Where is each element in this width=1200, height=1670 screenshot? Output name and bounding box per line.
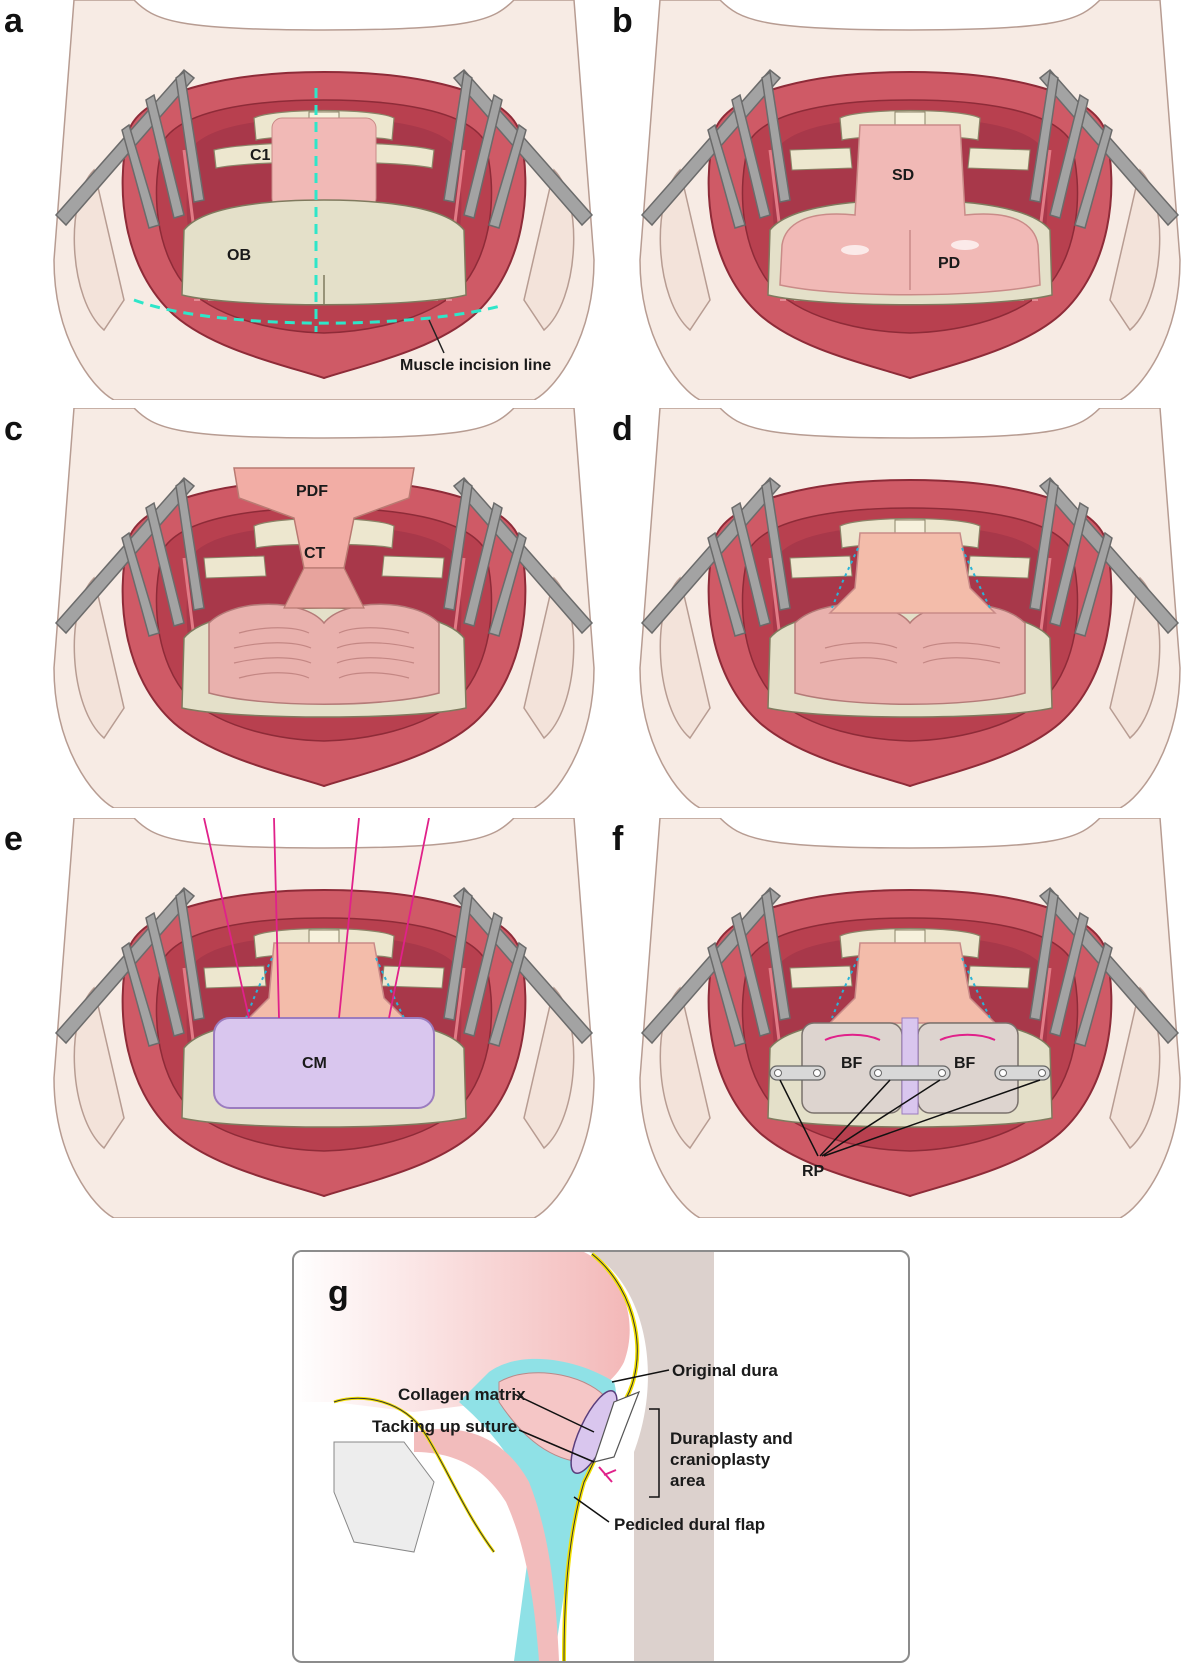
label-area-line1: Duraplasty and [670, 1429, 793, 1448]
panel-f: BF BF RP [620, 818, 1200, 1218]
label-cm: CM [302, 1055, 327, 1072]
label-ob: OB [227, 247, 251, 264]
label-pdf: PDF [296, 483, 328, 500]
label-pedicled-dural-flap: Pedicled dural flap [614, 1515, 765, 1534]
label-area-line2: cranioplasty [670, 1450, 771, 1469]
label-original-dura: Original dura [672, 1361, 778, 1380]
label-muscle-incision-line: Muscle incision line [400, 357, 551, 374]
panel-b: SD PD [620, 0, 1200, 400]
label-c1: C1 [250, 147, 271, 164]
panel-a-letter: a [4, 2, 23, 40]
panel-g-letter: g [328, 1274, 349, 1312]
panel-d [620, 408, 1200, 808]
panel-g-illustration: g Original dura Collagen matrix Tacking … [294, 1252, 793, 1661]
label-tacking-up-suture: Tacking up suture [372, 1417, 517, 1436]
label-bf-right: BF [954, 1055, 976, 1072]
panel-a: C1 OB Muscle incision line [34, 0, 614, 400]
panel-f-illustration: BF BF RP [638, 818, 1182, 1218]
panel-e: CM [34, 818, 614, 1218]
panel-c: PDF CT [34, 408, 614, 808]
panel-b-illustration: SD PD [638, 0, 1182, 400]
panel-d-letter: d [612, 410, 633, 448]
panel-c-illustration: PDF CT [52, 408, 596, 808]
panel-f-letter: f [612, 820, 624, 858]
panel-g: g Original dura Collagen matrix Tacking … [292, 1250, 910, 1663]
label-pd: PD [938, 255, 960, 272]
label-sd: SD [892, 167, 914, 184]
label-collagen-matrix: Collagen matrix [398, 1385, 526, 1404]
panel-b-letter: b [612, 2, 633, 40]
label-bf-left: BF [841, 1055, 863, 1072]
panel-a-illustration: C1 OB Muscle incision line [52, 0, 596, 400]
panel-e-letter: e [4, 820, 23, 858]
label-area-line3: area [670, 1471, 706, 1490]
panel-e-illustration: CM [52, 818, 596, 1218]
panel-d-illustration [638, 408, 1182, 808]
label-ct: CT [304, 545, 326, 562]
label-rp: RP [802, 1163, 825, 1180]
panel-c-letter: c [4, 410, 23, 448]
